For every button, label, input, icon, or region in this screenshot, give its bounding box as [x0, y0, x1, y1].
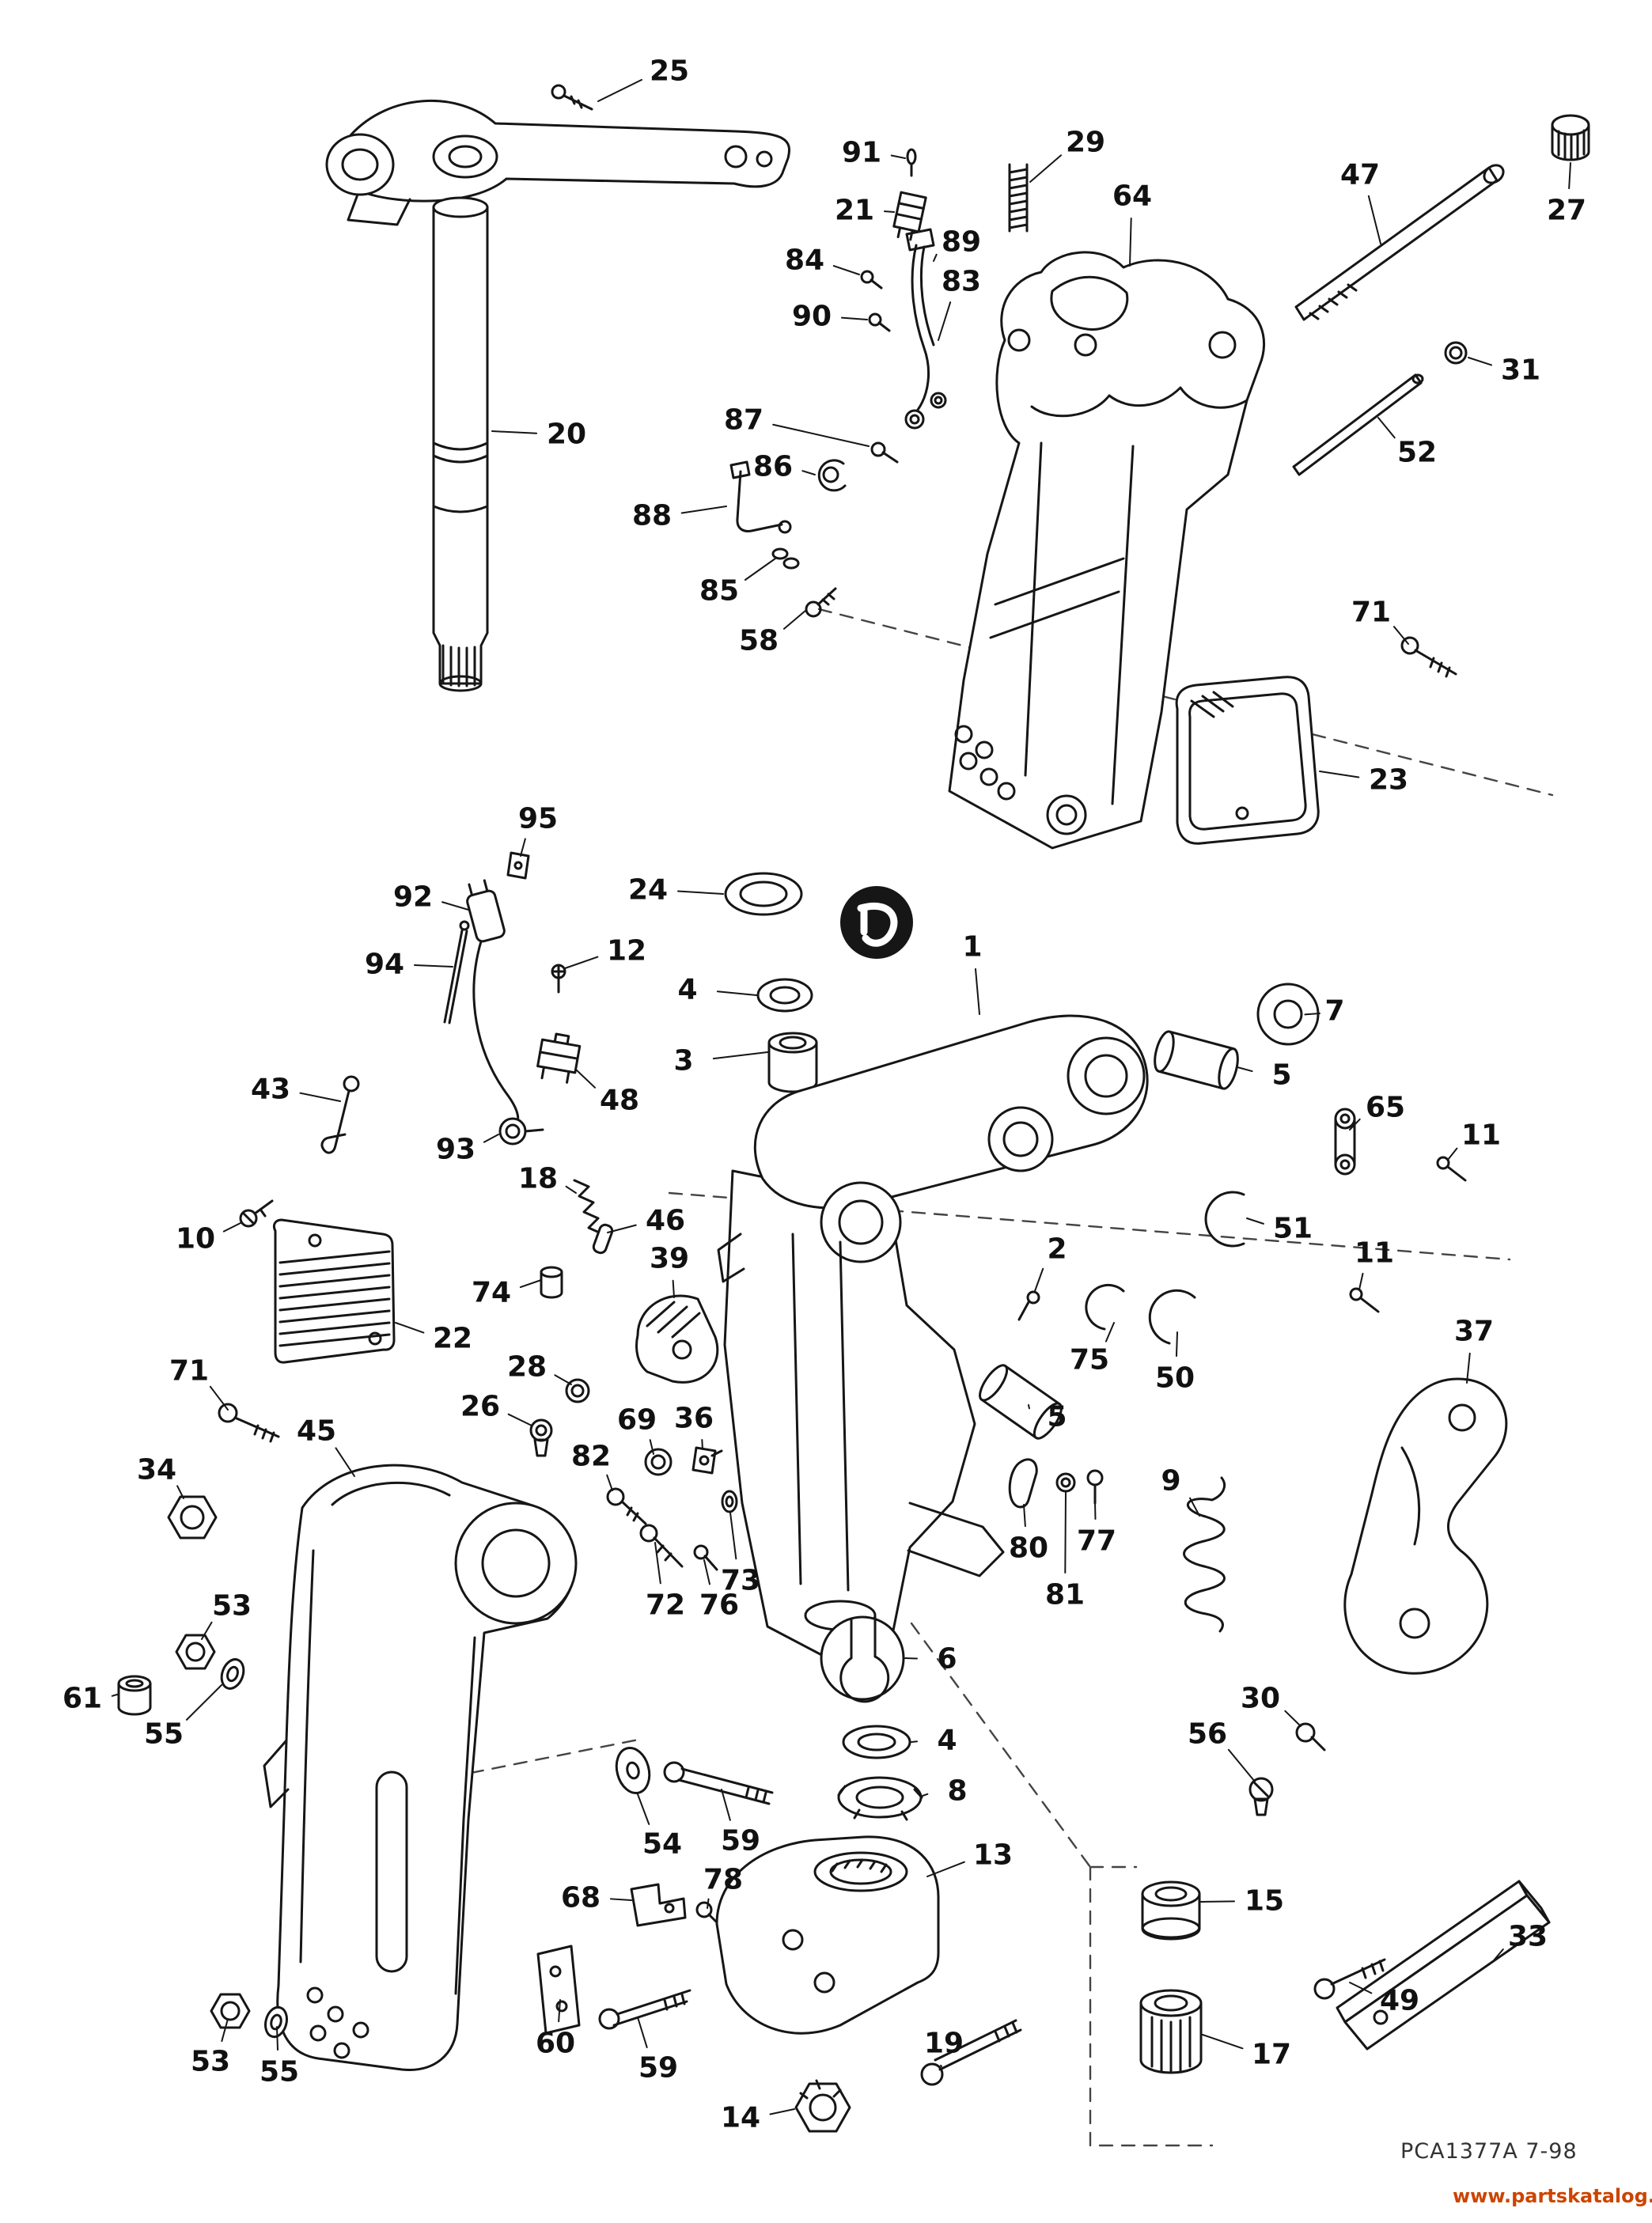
part-17-bushing: [1139, 1989, 1203, 2074]
part-48-switch: [536, 1032, 582, 1084]
part-43-pin: [320, 1075, 360, 1154]
part-15-bushing: [1141, 1880, 1201, 1941]
part-19-bolt: [920, 2019, 1022, 2086]
part-69-grommet: [644, 1448, 673, 1476]
part-4-seal-upper: [756, 978, 813, 1013]
part-90-screw: [868, 312, 891, 332]
part-29-spring-pin: [1008, 163, 1029, 233]
part-14-nut: [794, 2079, 851, 2133]
part-53-nut-lower: [210, 1993, 251, 2029]
part-86-clamp: [817, 459, 847, 492]
part-20-swivel-shaft: [432, 196, 489, 692]
part-72-bolt: [639, 1524, 684, 1568]
part-steering-arm: [325, 99, 790, 226]
part-10-screw: [239, 1199, 274, 1228]
part-31-ring: [1444, 341, 1468, 365]
part-13-housing: [715, 1835, 940, 2035]
part-87-screw: [870, 441, 899, 464]
part-92-connector: [466, 879, 520, 1130]
part-18-spring: [573, 1179, 604, 1236]
part-51-clip: [1204, 1191, 1245, 1248]
part-76-screw: [693, 1544, 718, 1571]
part-49-bolt: [1313, 1958, 1386, 2000]
part-73-washer: [721, 1490, 738, 1513]
part-5-bushing-upper: [1154, 1030, 1239, 1090]
part-65-link: [1334, 1108, 1356, 1176]
part-59-bolt-upper: [663, 1761, 774, 1805]
part-88-link: [729, 460, 792, 534]
part-2-screw: [1017, 1290, 1040, 1321]
part-36-clamp: [691, 1446, 723, 1475]
part-94-rod: [443, 920, 470, 1024]
watermark: www.partskatalog.ru: [1453, 2185, 1652, 2207]
part-23-plate: [1175, 676, 1320, 845]
part-56-screw: [1248, 1777, 1274, 1816]
part-21-connector: [892, 191, 927, 241]
part-27-cap: [1551, 114, 1590, 161]
part-47-rod: [1294, 164, 1505, 321]
part-7-washer: [1256, 983, 1320, 1046]
part-61-bushing: [117, 1675, 152, 1716]
part-34-nut: [167, 1495, 218, 1539]
part-22-grille: [272, 1218, 396, 1364]
part-91-pin: [906, 148, 917, 177]
part-54-washer: [615, 1747, 651, 1794]
part-26-screw: [529, 1418, 553, 1457]
part-45-stern-bracket: [263, 1464, 578, 2071]
part-28-ring: [565, 1378, 590, 1403]
part-9-spring: [1183, 1476, 1226, 1633]
part-24-washer: [724, 872, 803, 916]
part-95-clip: [506, 851, 530, 880]
part-55-washer-upper: [220, 1658, 245, 1690]
part-68-clip: [630, 1883, 687, 1927]
part-93-connector: [498, 1117, 544, 1146]
part-50-clip: [1148, 1289, 1196, 1345]
part-64-clamp-bracket: [948, 251, 1266, 850]
part-71-bolt-upper: [1400, 636, 1457, 678]
part-25-screw: [551, 84, 593, 111]
part-37-bracket: [1343, 1377, 1508, 1675]
part-59-bolt-lower: [598, 1989, 691, 2030]
part-retainer-detail: [840, 886, 913, 959]
part-60-plate: [536, 1945, 581, 2035]
part-53-nut-upper: [175, 1634, 216, 1670]
part-12-screw: [551, 964, 566, 994]
part-11-screw-a: [1436, 1156, 1467, 1182]
part-1-swivel-bracket: [717, 1014, 1149, 1661]
part-75-clip: [1085, 1283, 1125, 1331]
part-52-rod: [1292, 373, 1424, 476]
part-89-83-wire-assembly: [904, 228, 947, 430]
part-85-washers: [771, 547, 800, 570]
part-80-hook: [1008, 1458, 1038, 1509]
part-code: PCA1377A 7-98: [1400, 2139, 1578, 2164]
part-5-bushing-lower: [979, 1364, 1063, 1440]
part-6-mount: [820, 1615, 905, 1703]
leader-lines: [111, 78, 1571, 2115]
part-82-screw: [606, 1487, 647, 1525]
part-4-seal-lower: [842, 1725, 911, 1759]
part-71-bolt-lower: [218, 1403, 280, 1443]
part-74-bushing: [540, 1266, 563, 1299]
part-39-stop: [635, 1294, 719, 1384]
part-3-bushing: [767, 1032, 818, 1093]
part-55-washer-lower: [264, 2005, 288, 2039]
part-46-pin: [592, 1223, 614, 1255]
part-84-screw: [860, 270, 883, 290]
part-77-screw: [1086, 1469, 1104, 1505]
part-8-bearing: [837, 1776, 923, 1821]
part-11-screw-b: [1349, 1287, 1380, 1313]
part-30-screw: [1295, 1722, 1326, 1752]
part-81-washer: [1055, 1472, 1076, 1493]
part-58-screw: [805, 587, 837, 618]
part-33-block: [1336, 1880, 1551, 2051]
